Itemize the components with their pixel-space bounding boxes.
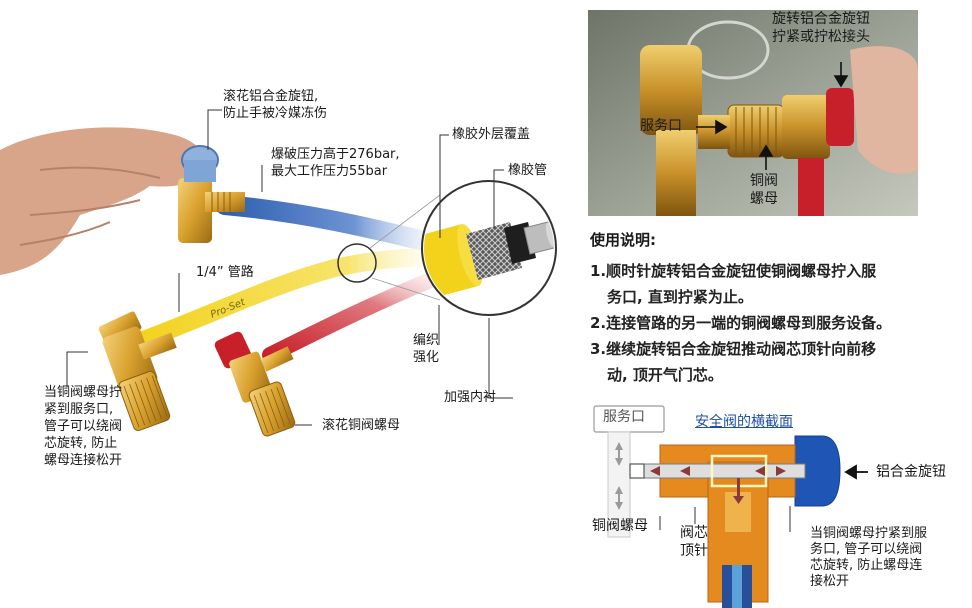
- cs-title: 安全阀的横截面: [695, 414, 793, 430]
- photo-label-rotate-knob: 旋转铝合金旋钮 拧紧或拧松接头: [772, 11, 870, 45]
- hand: [0, 127, 207, 276]
- label-pressure: 爆破压力高于276bar, 最大工作压力55bar: [271, 147, 400, 179]
- cs-label-service-port: 服务口: [603, 409, 645, 425]
- photo-label-service-port: 服务口: [640, 118, 682, 134]
- label-knurled-knob: 滚花铝合金旋钮, 防止手被冷媒冻伤: [223, 89, 328, 121]
- valve-cross-section: [593, 405, 868, 608]
- label-hose-size: 1/4” 管路: [196, 265, 254, 280]
- magnifier-small: [337, 243, 377, 283]
- hose-cross-section: [424, 221, 554, 300]
- cs-label-pin: 阀芯 顶针: [680, 525, 708, 559]
- cs-label-note: 当铜阀螺母拧紧到服 务口, 管子可以绕阀 芯旋转, 防止螺母连 接松开: [810, 526, 928, 589]
- label-rubber-cover: 橡胶外层覆盖: [452, 127, 531, 142]
- cs-knob: [794, 435, 841, 507]
- instruction-step-3: 3.继续旋转铝合金旋钮推动阀芯顶针向前移 动, 顶开气门芯。: [590, 340, 877, 384]
- instruction-step-2: 2.连接管路的另一端的铜阀螺母到服务设备。: [590, 314, 892, 332]
- label-knurled-nut: 滚花铜阀螺母: [322, 418, 401, 433]
- photo-label-copper-nut: 铜阀 螺母: [750, 173, 778, 207]
- cs-label-copper-nut: 铜阀螺母: [592, 518, 648, 534]
- label-braid: 编织 强化: [413, 333, 440, 365]
- fitting-photo: [588, 10, 918, 216]
- label-nut-note: 当铜阀螺母拧 紧到服务口, 管子可以绕阀 芯旋转, 防止 螺母连接松开: [44, 385, 123, 468]
- cs-label-knob: 铝合金旋钮: [876, 464, 946, 480]
- hose-illustration: Pro-Set: [0, 109, 557, 437]
- label-liner: 加强内衬: [444, 390, 497, 405]
- knurled-nut-yellow: [118, 370, 171, 431]
- instruction-step-1: 1.顺时针旋转铝合金旋钮使铜阀螺母拧入服 务口, 直到拧紧为止。: [590, 262, 877, 306]
- instructions: 使用说明: 1.顺时针旋转铝合金旋钮使铜阀螺母拧入服 务口, 直到拧紧为止。 2…: [590, 229, 962, 388]
- label-rubber-tube: 橡胶管: [508, 163, 548, 178]
- instructions-title: 使用说明:: [590, 231, 656, 249]
